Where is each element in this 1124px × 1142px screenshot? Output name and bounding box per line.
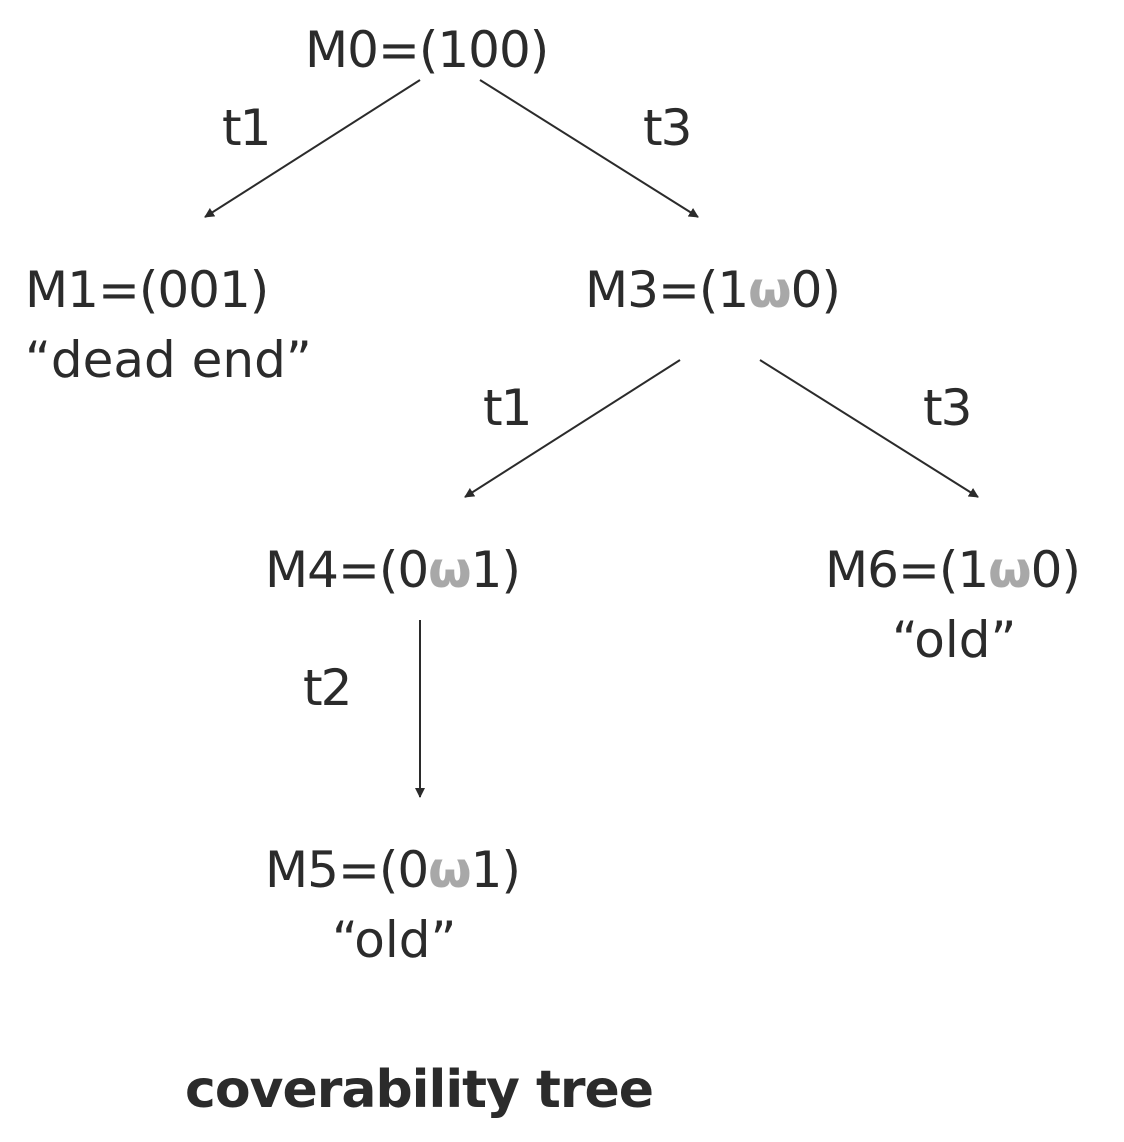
node-m5-omega: ω (428, 841, 471, 899)
note-m1-dead-end: “dead end” (25, 331, 312, 389)
node-m6-omega: ω (988, 541, 1031, 599)
node-m5-pre: M5=(0 (265, 841, 429, 899)
edge-label-m3-m6: t3 (923, 379, 972, 437)
node-m6-pre: M6=(1 (825, 541, 989, 599)
node-m4: M4=(0ω1) (265, 540, 521, 600)
note-m6-old: “old” (892, 611, 1017, 669)
edge-m3-m6-arrow (759, 359, 979, 498)
node-m3: M3=(1ω0) (585, 260, 841, 320)
node-m4-post: 1) (470, 541, 521, 599)
edge-m0-m3-arrow (479, 79, 699, 218)
node-m6: M6=(1ω0) (825, 540, 1081, 600)
node-m3-omega: ω (748, 261, 791, 319)
node-m4-omega: ω (428, 541, 471, 599)
node-m4-pre: M4=(0 (265, 541, 429, 599)
node-m6-post: 0) (1030, 541, 1081, 599)
node-m5-post: 1) (470, 841, 521, 899)
node-m0: M0=(100) (305, 20, 549, 80)
edge-label-m0-m1: t1 (222, 99, 271, 157)
node-m0-pre: M0=(100) (305, 21, 549, 79)
edge-m0-m1-arrow (204, 79, 421, 218)
node-m1-pre: M1=(001) (25, 261, 269, 319)
edge-m3-m4-arrow (464, 359, 681, 498)
note-m5-old: “old” (332, 911, 457, 969)
node-m3-post: 0) (790, 261, 841, 319)
edge-label-m4-m5: t2 (303, 659, 352, 717)
diagram-caption: coverability tree (185, 1060, 654, 1120)
node-m3-pre: M3=(1 (585, 261, 749, 319)
edge-label-m3-m4: t1 (483, 379, 532, 437)
edge-label-m0-m3: t3 (643, 99, 692, 157)
node-m5: M5=(0ω1) (265, 840, 521, 900)
node-m1: M1=(001) (25, 260, 269, 320)
